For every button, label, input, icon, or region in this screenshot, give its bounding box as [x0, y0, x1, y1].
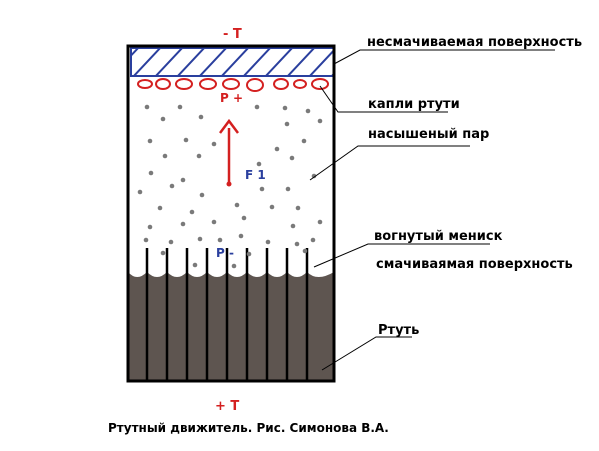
vapor-particle: [197, 236, 203, 242]
hatch-line: [198, 48, 228, 76]
capillary-plates: [145, 248, 309, 381]
pointer-meniscus: [313, 243, 490, 268]
hatch-line: [132, 48, 162, 76]
hatch-line: [220, 48, 250, 76]
vessel-outline: [126, 44, 336, 383]
vapor-particle: [295, 205, 301, 211]
vapor-particle: [294, 241, 300, 247]
vapor-particle: [180, 177, 186, 183]
concave-meniscus-label: вогнутый мениск: [374, 229, 503, 244]
vapor-particle: [241, 215, 247, 221]
vapor-particle: [199, 192, 205, 198]
vapor-particle: [137, 189, 143, 195]
vapor-particle: [290, 223, 296, 229]
vapor-particle: [217, 237, 223, 243]
nonwetting-plate: [130, 46, 382, 78]
vapor-particle: [311, 173, 317, 179]
vapor-particle: [256, 161, 262, 167]
saturated-vapor-particles: [137, 104, 323, 269]
figure-caption: Ртутный движитель. Рис. Симонова В.А.: [108, 421, 389, 435]
mercury-drop: [137, 79, 153, 89]
pressure-plus-label: Р +: [220, 91, 243, 105]
mercury-drops: [137, 78, 329, 92]
vapor-particle: [144, 104, 150, 110]
vapor-particle: [317, 118, 323, 124]
vapor-particle: [305, 108, 311, 114]
force-arrow: [219, 118, 239, 187]
mercury-drop: [246, 78, 264, 92]
mercury-surface: [128, 272, 334, 381]
vapor-particle: [143, 237, 149, 243]
vapor-particle: [198, 114, 204, 120]
pressure-minus-label: Р -: [216, 246, 234, 260]
hatch-line: [286, 48, 316, 76]
top-temperature-label: - T: [223, 27, 242, 42]
vapor-particle: [183, 137, 189, 143]
vapor-particle: [168, 239, 174, 245]
vapor-particle: [317, 219, 323, 225]
mercury-drops-label: капли ртути: [368, 97, 460, 112]
mercury-label: Ртуть: [378, 323, 419, 338]
mercury-drop: [155, 78, 171, 90]
vapor-particle: [169, 183, 175, 189]
vapor-particle: [265, 239, 271, 245]
mercury-drop: [273, 78, 289, 90]
mercury-drop: [175, 78, 193, 90]
mercury-drop: [293, 79, 307, 89]
pointer-vapor: [309, 145, 470, 181]
vapor-particle: [148, 170, 154, 176]
mercury-drop: [222, 78, 240, 90]
vapor-particle: [282, 105, 288, 111]
vapor-particle: [289, 155, 295, 161]
vapor-particle: [192, 262, 198, 268]
vapor-particle: [254, 104, 260, 110]
pointer-lines: [309, 49, 555, 371]
vapor-particle: [246, 251, 252, 257]
hatch-line: [242, 48, 272, 76]
nonwetting-surface-label: несмачиваемая поверхность: [367, 35, 582, 50]
force-label: F 1: [245, 168, 266, 182]
vapor-particle: [310, 237, 316, 243]
vapor-particle: [160, 250, 166, 256]
vapor-particle: [301, 138, 307, 144]
vapor-particle: [180, 221, 186, 227]
vapor-particle: [189, 209, 195, 215]
hatch-line: [352, 46, 382, 78]
hatch-line: [131, 48, 140, 58]
vapor-particle: [238, 233, 244, 239]
vapor-particle: [231, 263, 237, 269]
wetting-surface-label: смачиваямая поверхность: [376, 257, 573, 272]
vapor-particle: [160, 116, 166, 122]
pointer-mercury: [321, 336, 412, 371]
vapor-particle: [274, 146, 280, 152]
vapor-particle: [211, 219, 217, 225]
hatch-line: [154, 48, 184, 76]
vapor-particle: [284, 121, 290, 127]
mercury-liquid: [128, 272, 334, 381]
bottom-temperature-label: + T: [215, 399, 239, 414]
pointer-nonwetting: [333, 49, 555, 65]
vapor-particle: [259, 186, 265, 192]
vapor-particle: [234, 202, 240, 208]
saturated-vapor-label: насышеный пар: [368, 127, 489, 142]
mercury-drop: [311, 78, 329, 90]
vapor-particle: [157, 205, 163, 211]
mercury-drop: [199, 78, 217, 90]
vapor-particle: [147, 224, 153, 230]
hatch-line: [176, 48, 206, 76]
vapor-particle: [302, 248, 308, 254]
hatch-line: [264, 48, 294, 76]
vapor-particle: [196, 153, 202, 159]
vapor-particle: [269, 204, 275, 210]
vapor-particle: [177, 104, 183, 110]
vapor-particle: [162, 153, 168, 159]
vapor-particle: [211, 141, 217, 147]
pointer-drops: [319, 85, 448, 113]
vapor-particle: [285, 186, 291, 192]
vapor-particle: [147, 138, 153, 144]
